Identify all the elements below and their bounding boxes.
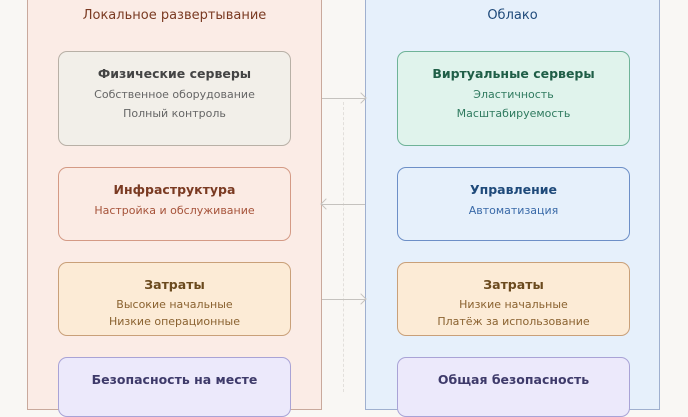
shared-security-box: Общая безопасность: [397, 357, 630, 417]
panel-title: Локальное развертывание: [82, 8, 267, 23]
arrow-right: [322, 299, 365, 300]
virtual-servers-box: Виртуальные серверы Эластичность Масштаб…: [397, 51, 630, 146]
box-line: Низкие операционные: [109, 315, 240, 328]
arrow-left: [322, 204, 365, 205]
physical-servers-box: Физические серверы Собственное оборудова…: [58, 51, 291, 146]
box-title: Физические серверы: [97, 66, 252, 81]
arrow-right: [322, 98, 365, 99]
box-line: Низкие начальные: [459, 298, 568, 311]
security-box: Безопасность на месте: [58, 357, 291, 417]
box-line: Полный контроль: [123, 107, 226, 120]
box-line: Настройка и обслуживание: [94, 204, 255, 217]
box-title: Безопасность на месте: [91, 372, 258, 387]
box-line: Платёж за использование: [437, 315, 590, 328]
box-title: Затраты: [144, 277, 205, 292]
box-line: Собственное оборудование: [94, 88, 255, 101]
box-line: Высокие начальные: [116, 298, 233, 311]
box-title: Затраты: [483, 277, 544, 292]
infrastructure-box: Инфраструктура Настройка и обслуживание: [58, 167, 291, 241]
box-line: Эластичность: [473, 88, 554, 101]
box-line: Масштабируемость: [456, 107, 571, 120]
management-box: Управление Автоматизация: [397, 167, 630, 241]
box-title: Управление: [469, 182, 558, 197]
costs-box: Затраты Высокие начальные Низкие операци…: [58, 262, 291, 336]
box-title: Виртуальные серверы: [432, 66, 595, 81]
box-title: Инфраструктура: [113, 182, 236, 197]
box-line: Автоматизация: [468, 204, 559, 217]
divider-line: [343, 102, 344, 392]
cloud-costs-box: Затраты Низкие начальные Платёж за испол…: [397, 262, 630, 336]
box-title: Общая безопасность: [437, 372, 590, 387]
panel-title: Облако: [487, 8, 538, 23]
